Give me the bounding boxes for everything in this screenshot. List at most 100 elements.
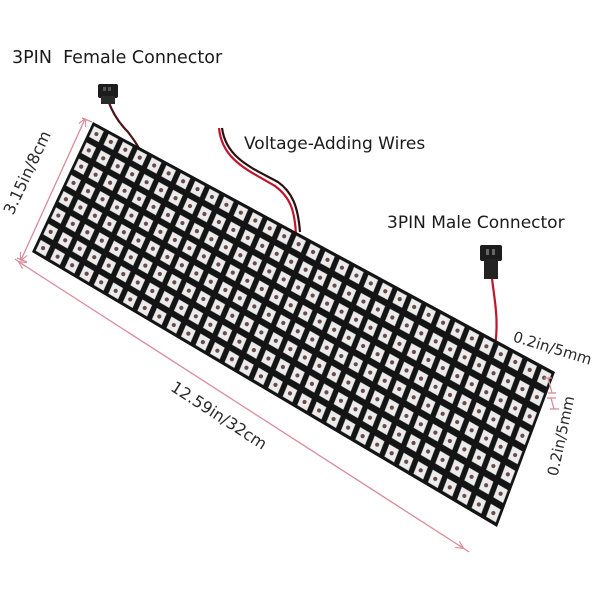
male-connector-label: 3PIN Male Connector: [387, 213, 565, 233]
led-chip: [135, 280, 140, 285]
led-chip: [187, 203, 193, 209]
led-chip: [222, 331, 227, 336]
led-chip: [404, 459, 409, 464]
led-chip: [273, 382, 278, 387]
led-chip: [505, 472, 510, 477]
led-chip: [375, 397, 380, 402]
led-chip: [419, 331, 424, 336]
led-chip: [455, 328, 460, 333]
dimension-lines: [14, 118, 559, 553]
led-chip: [251, 348, 256, 353]
female-connector-label: 3PIN Female Connector: [12, 48, 223, 68]
led-chip: [238, 210, 243, 215]
led-chip: [114, 205, 120, 210]
led-chip: [71, 180, 76, 186]
led-chip: [346, 291, 352, 296]
led-chip: [332, 283, 337, 288]
led-chip: [527, 367, 532, 372]
led-chip: [375, 352, 380, 357]
led-chip: [152, 163, 157, 168]
led-chip: [295, 373, 300, 378]
led-chip: [462, 493, 467, 499]
led-chip: [288, 347, 293, 352]
led-chip: [107, 221, 112, 227]
led-chip: [448, 347, 453, 352]
led-chip: [208, 322, 213, 327]
led-chip: [447, 485, 452, 490]
led-chip: [296, 242, 301, 247]
led-chip: [208, 279, 213, 284]
led-chip: [173, 196, 178, 201]
length-dimension-label: 12.59in/32cm: [167, 377, 270, 453]
led-chip: [534, 394, 539, 400]
led-chip: [310, 337, 315, 342]
led-chip: [302, 399, 307, 405]
led-chip: [209, 194, 215, 200]
led-chip: [77, 246, 82, 251]
led-chip: [108, 180, 113, 185]
led-chip: [209, 237, 214, 242]
led-chip: [144, 180, 149, 185]
led-chip: [455, 374, 460, 379]
led-chip: [63, 238, 68, 243]
led-chip: [513, 359, 518, 365]
led-chip: [360, 388, 365, 393]
led-chip: [274, 251, 279, 256]
led-chip: [267, 226, 272, 231]
led-chip: [150, 246, 155, 251]
led-chip: [164, 297, 169, 302]
led-chip: [476, 502, 481, 507]
led-chip: [361, 343, 366, 349]
led-chip: [303, 267, 308, 272]
led-chip: [259, 286, 264, 292]
led-panel: [32, 122, 555, 527]
led-chip: [273, 338, 278, 343]
led-chip: [412, 304, 417, 310]
led-chip: [353, 317, 359, 322]
led-chip: [195, 186, 200, 192]
led-chip: [440, 457, 445, 463]
led-chip: [259, 330, 264, 335]
led-chip: [324, 345, 329, 350]
led-chip: [418, 468, 423, 473]
led-chip: [252, 261, 257, 266]
led-chip: [491, 371, 496, 376]
led-chip: [92, 213, 98, 218]
led-chip: [231, 227, 236, 233]
led-chip: [332, 327, 337, 332]
led-chip: [469, 336, 475, 341]
led-chip: [339, 353, 344, 359]
led-chip: [353, 407, 358, 412]
led-chip: [404, 368, 409, 373]
led-chip: [338, 398, 344, 403]
led-chip: [339, 265, 345, 270]
height-dimension-line: [21, 119, 85, 260]
led-chip: [282, 234, 287, 239]
led-chip: [266, 356, 271, 361]
led-chip: [404, 323, 409, 328]
led-chip: [513, 452, 518, 458]
led-chip: [375, 307, 380, 312]
led-chip: [418, 422, 423, 427]
led-chip: [280, 364, 286, 370]
led-chip: [520, 387, 525, 392]
led-chip: [85, 189, 91, 194]
led-chip: [238, 253, 243, 258]
led-chip: [469, 382, 474, 387]
led-chip: [93, 172, 98, 177]
led-chip: [462, 447, 467, 452]
led-chip: [223, 245, 228, 250]
led-chip: [121, 271, 126, 277]
led-chip: [85, 230, 90, 235]
led-chip: [150, 288, 155, 294]
led-chip: [360, 434, 365, 439]
led-chip: [266, 312, 271, 317]
led-chip: [224, 202, 229, 207]
led-chip: [309, 381, 315, 386]
led-chip: [325, 257, 330, 262]
led-chip: [425, 449, 431, 454]
led-chip: [361, 299, 366, 304]
led-chip: [440, 411, 445, 416]
led-chip: [426, 403, 431, 408]
